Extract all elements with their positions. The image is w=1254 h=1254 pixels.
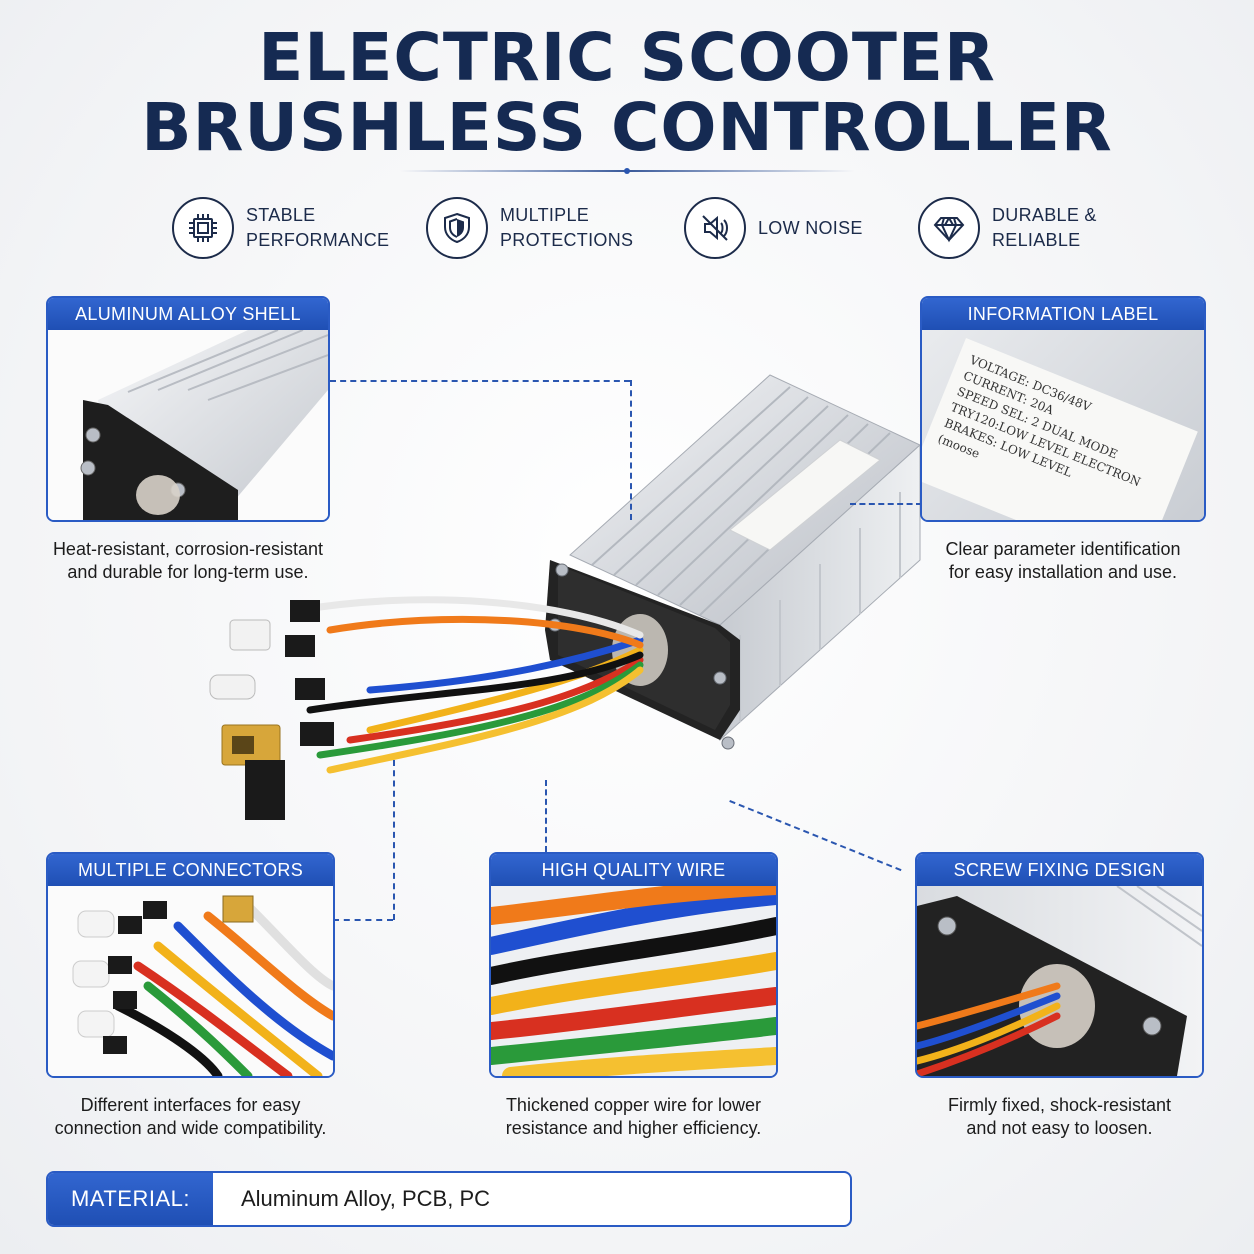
wire-closeup-image — [491, 877, 776, 1076]
feature-multiple-protections: MULTIPLE PROTECTIONS — [426, 195, 633, 261]
leader-line — [333, 919, 393, 921]
leader-line — [630, 380, 632, 520]
panel-title: SCREW FIXING DESIGN — [917, 854, 1202, 886]
panel-high-quality-wire: HIGH QUALITY WIRE — [489, 852, 778, 1078]
panel-title: ALUMINUM ALLOY SHELL — [48, 298, 328, 330]
caption-line: for easy installation and use. — [948, 562, 1178, 582]
feature-label-line2: PERFORMANCE — [246, 230, 390, 250]
caption-line: and durable for long-term use. — [67, 562, 309, 582]
material-value: Aluminum Alloy, PCB, PC — [241, 1186, 491, 1211]
speaker-mute-icon — [684, 197, 746, 259]
panel-title: MULTIPLE CONNECTORS — [48, 854, 333, 886]
caption-line: Different interfaces for easy — [80, 1095, 301, 1115]
feature-label-line1: MULTIPLE — [500, 205, 590, 225]
panel-caption-screw: Firmly fixed, shock-resistant and not ea… — [905, 1094, 1214, 1140]
caption-line: Thickened copper wire for lower — [505, 1095, 762, 1115]
title-divider-dot — [624, 168, 630, 174]
connectors-closeup-image — [48, 886, 333, 1076]
leader-line — [545, 780, 547, 852]
panel-caption-wire: Thickened copper wire for lower resistan… — [479, 1094, 788, 1140]
caption-line: resistance and higher efficiency. — [505, 1118, 762, 1138]
feature-label-line1: STABLE — [246, 205, 316, 225]
panel-title: HIGH QUALITY WIRE — [491, 854, 776, 886]
chip-icon — [172, 197, 234, 259]
panel-aluminum-alloy-shell: ALUMINUM ALLOY SHELL — [46, 296, 330, 522]
panel-screw-fixing-design: SCREW FIXING DESIGN — [915, 852, 1204, 1078]
feature-stable-performance: STABLE PERFORMANCE — [172, 195, 389, 261]
caption-line: and not easy to loosen. — [966, 1118, 1153, 1138]
feature-label-line1: LOW NOISE — [758, 217, 863, 238]
leader-line — [330, 380, 630, 382]
shell-closeup-image — [48, 329, 328, 520]
diamond-icon — [918, 197, 980, 259]
feature-durable-reliable: DURABLE & RELIABLE — [918, 195, 1097, 261]
caption-line: Heat-resistant, corrosion-resistant — [52, 539, 324, 559]
material-bar: MATERIAL: Aluminum Alloy, PCB, PC — [46, 1171, 852, 1227]
feature-low-noise: LOW NOISE — [684, 195, 863, 261]
panel-caption-connectors: Different interfaces for easy connection… — [36, 1094, 345, 1140]
label-closeup-image: VOLTAGE: DC36/48V CURRENT: 20A SPEED SEL… — [922, 330, 1204, 520]
feature-label-line2: RELIABLE — [992, 230, 1081, 250]
shield-icon — [426, 197, 488, 259]
screw-closeup-image — [917, 885, 1202, 1076]
panel-title: INFORMATION LABEL — [922, 298, 1204, 330]
page-title-line1: ELECTRIC SCOOTER — [258, 19, 996, 96]
material-label: MATERIAL: — [48, 1173, 213, 1225]
page-title-line2: BRUSHLESS CONTROLLER — [141, 89, 1113, 166]
leader-line — [393, 760, 395, 920]
feature-label-line1: DURABLE & — [992, 205, 1097, 225]
controller-product-image — [209, 374, 921, 820]
caption-line: Firmly fixed, shock-resistant — [947, 1095, 1172, 1115]
panel-caption-shell: Heat-resistant, corrosion-resistant and … — [36, 538, 340, 584]
panel-multiple-connectors: MULTIPLE CONNECTORS — [46, 852, 335, 1078]
panel-caption-label: Clear parameter identification for easy … — [914, 538, 1212, 584]
caption-line: Clear parameter identification — [945, 539, 1181, 559]
caption-line: connection and wide compatibility. — [54, 1118, 327, 1138]
leader-line — [850, 503, 922, 505]
feature-label-line2: PROTECTIONS — [500, 230, 634, 250]
panel-information-label: INFORMATION LABEL VOLTAGE: DC36/48V CURR… — [920, 296, 1206, 522]
